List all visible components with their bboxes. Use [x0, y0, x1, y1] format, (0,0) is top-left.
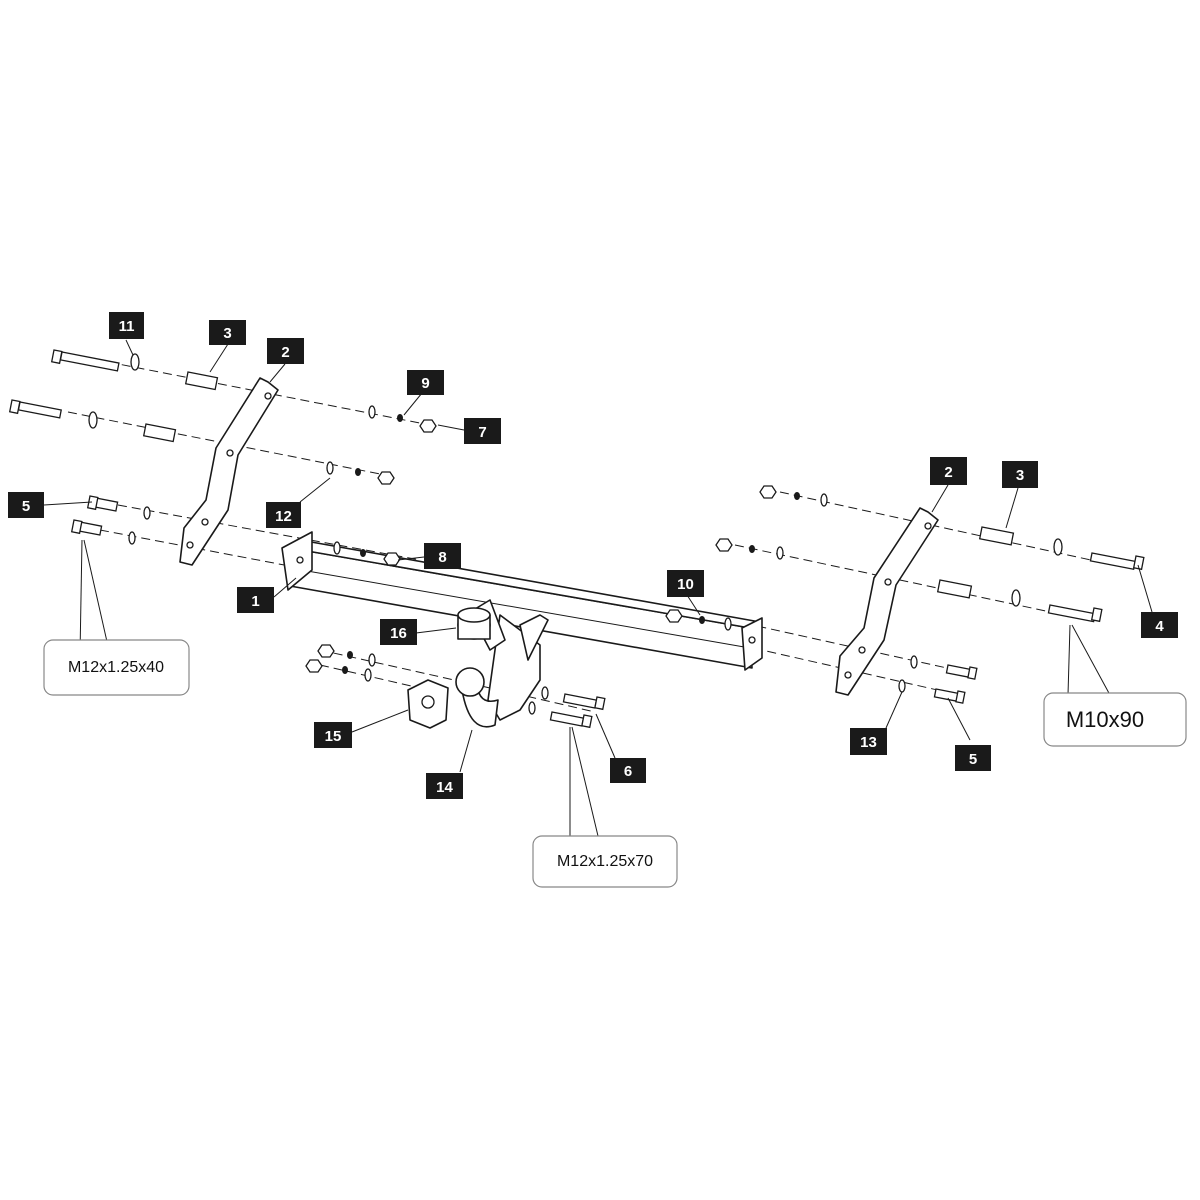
- svg-text:6: 6: [624, 763, 632, 780]
- spec-box-left: M12x1.25x40: [43, 639, 190, 696]
- spec-box-right: M10x90: [1043, 692, 1187, 747]
- callout-1: 1: [237, 587, 274, 613]
- left-mounting-bracket: [179, 377, 279, 566]
- callout-9: 9: [407, 370, 444, 395]
- svg-text:3: 3: [1016, 467, 1024, 484]
- callout-6: 6: [610, 758, 646, 783]
- callout-16: 16: [380, 619, 417, 645]
- svg-text:7: 7: [478, 424, 486, 441]
- washers: [88, 353, 1063, 715]
- spacer-tubes: [142, 371, 1015, 599]
- svg-text:5: 5: [22, 498, 30, 515]
- right-mounting-bracket: [835, 507, 939, 696]
- svg-text:10: 10: [677, 576, 694, 593]
- spec-center-text: M12x1.25x70: [557, 853, 653, 870]
- callout-11: 11: [109, 312, 144, 339]
- leader-lines: [43, 339, 1153, 837]
- assembly-lines: [67, 361, 1101, 713]
- tow-ball-assembly: [407, 599, 549, 729]
- svg-text:1: 1: [251, 593, 259, 610]
- svg-text:16: 16: [390, 625, 407, 642]
- callout-3-right: 3: [1002, 461, 1038, 488]
- svg-text:2: 2: [281, 344, 289, 361]
- callout-4: 4: [1141, 612, 1178, 638]
- callout-5-left: 5: [8, 492, 44, 518]
- nuts: [305, 419, 777, 673]
- svg-text:14: 14: [436, 779, 453, 796]
- spec-left-text: M12x1.25x40: [68, 659, 164, 676]
- callout-8: 8: [424, 543, 461, 569]
- svg-text:5: 5: [969, 751, 977, 768]
- spec-right-text: M10x90: [1066, 707, 1144, 732]
- callout-3-left: 3: [209, 320, 246, 345]
- spec-box-center: M12x1.25x70: [532, 835, 678, 888]
- callout-tags: 11 3 2 9 7 5 12 8 1 16 10 15 14 6 2 3 4 …: [8, 312, 1178, 799]
- callout-10: 10: [667, 570, 704, 597]
- svg-text:3: 3: [223, 325, 231, 342]
- callout-7: 7: [464, 418, 501, 444]
- svg-text:15: 15: [325, 728, 342, 745]
- callout-5-right: 5: [955, 745, 991, 771]
- callout-2-right: 2: [930, 457, 967, 485]
- callout-2-left: 2: [267, 338, 304, 364]
- callout-15: 15: [314, 722, 352, 748]
- svg-text:8: 8: [438, 549, 446, 566]
- svg-text:2: 2: [944, 464, 952, 481]
- main-crossbar: [281, 531, 763, 671]
- svg-text:4: 4: [1155, 618, 1164, 635]
- bolts: [8, 349, 1145, 729]
- svg-text:11: 11: [119, 318, 135, 335]
- callout-14: 14: [426, 773, 463, 799]
- svg-text:12: 12: [275, 508, 292, 525]
- svg-text:13: 13: [860, 734, 877, 751]
- callout-13: 13: [850, 728, 887, 755]
- callout-12: 12: [266, 502, 301, 528]
- svg-text:9: 9: [421, 375, 429, 392]
